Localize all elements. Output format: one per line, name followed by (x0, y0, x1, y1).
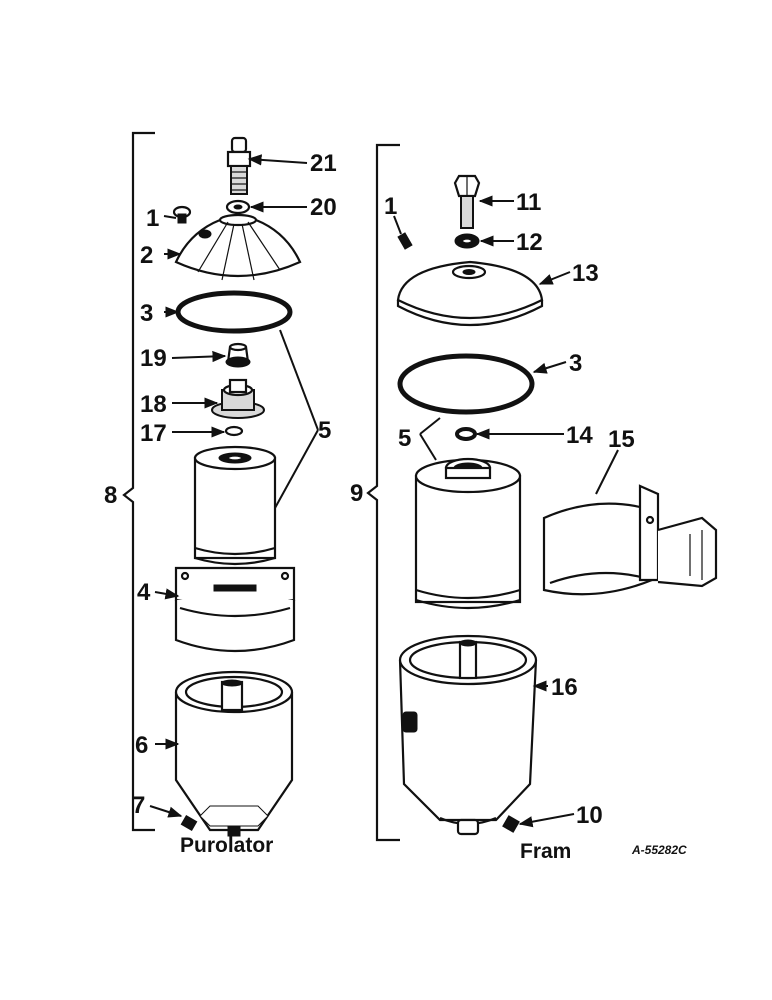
part-3-gasket-left (175, 290, 293, 334)
part-14-o-ring (455, 427, 477, 441)
callout-3-left: 3 (140, 300, 153, 327)
callout-13: 13 (572, 260, 599, 287)
callout-12: 12 (516, 229, 543, 256)
part-5-filter-element-right (414, 457, 522, 610)
callout-18: 18 (140, 391, 167, 418)
part-11-hex-bolt (453, 174, 481, 229)
callout-4: 4 (137, 579, 151, 606)
caption-purolator: Purolator (180, 834, 273, 857)
part-1-vent-screw-left (172, 205, 192, 224)
part-10-drain-plug (502, 815, 520, 833)
assembly-bracket-9 (366, 143, 400, 842)
callout-1-right: 1 (384, 193, 397, 220)
part-12-washer (454, 233, 480, 249)
callout-16: 16 (551, 674, 578, 701)
callout-10: 10 (576, 802, 603, 829)
part-4-mounting-band (174, 566, 296, 653)
callout-8: 8 (104, 482, 117, 509)
drawing-code: A-55282C (631, 843, 687, 857)
callout-17: 17 (140, 420, 167, 447)
part-16-housing (398, 634, 538, 836)
part-5-filter-element-left (193, 445, 277, 566)
callout-9: 9 (350, 480, 363, 507)
leaders-right (393, 195, 619, 828)
assembly-bracket-8 (122, 131, 155, 832)
part-6-housing (174, 670, 294, 837)
callout-1-left: 1 (146, 205, 159, 232)
part-18-spring-retainer (211, 378, 265, 419)
part-17-o-ring (224, 425, 244, 437)
part-1-vent-screw-right (397, 232, 413, 250)
part-7-drain-plug (180, 814, 198, 832)
callout-5-left: 5 (318, 417, 331, 444)
part-19-seal (225, 342, 251, 368)
part-15-mounting-band (542, 484, 718, 596)
callout-20: 20 (310, 194, 337, 221)
part-3-gasket-right (397, 353, 535, 415)
callout-19: 19 (140, 345, 167, 372)
part-21-center-bolt (226, 136, 252, 195)
caption-fram: Fram (520, 840, 571, 863)
callout-2: 2 (140, 242, 153, 269)
callout-21: 21 (310, 150, 337, 177)
callout-14: 14 (566, 422, 593, 449)
callout-15: 15 (608, 426, 635, 453)
part-13-cover (396, 260, 544, 326)
callout-11: 11 (516, 189, 541, 216)
callout-3-right: 3 (569, 350, 582, 377)
callout-6: 6 (135, 732, 148, 759)
callout-5-right: 5 (398, 425, 411, 452)
leaders-left (149, 154, 319, 818)
part-20-washer (225, 199, 251, 215)
callout-7: 7 (132, 792, 145, 819)
part-2-cover (174, 213, 302, 281)
